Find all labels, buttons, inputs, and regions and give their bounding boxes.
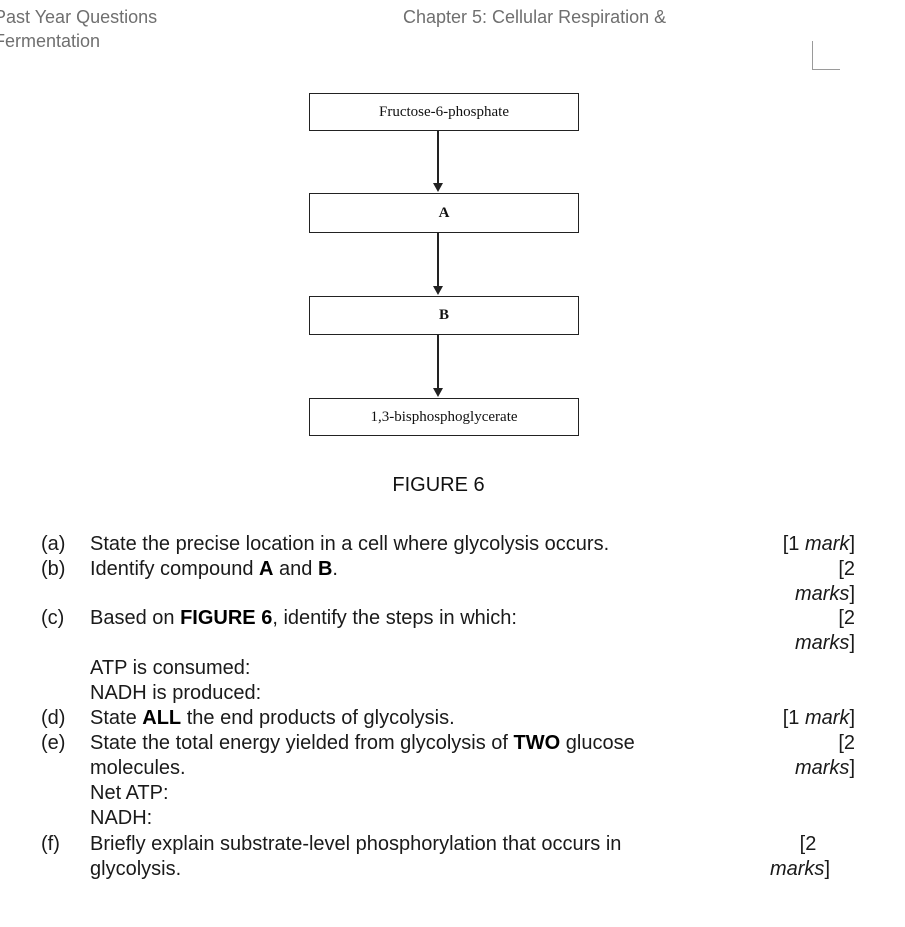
question-c-nadh-produced: NADH is produced: bbox=[90, 682, 262, 704]
question-text: State ALL the end products of glycolysis… bbox=[90, 707, 455, 729]
question-label: (e) bbox=[41, 732, 66, 754]
question-text: Identify compound A and B. bbox=[90, 558, 338, 580]
question-text: State the total energy yielded from glyc… bbox=[90, 732, 635, 754]
marks-word: mark bbox=[804, 533, 850, 555]
marks-number: [1 bbox=[782, 533, 805, 555]
question-f-line2: glycolysis. bbox=[90, 858, 182, 880]
marks-b: [2 marks] bbox=[740, 557, 855, 607]
arrow-3 bbox=[433, 334, 443, 397]
marks-c: [2 marks] bbox=[740, 606, 855, 656]
header-left-line2: Fermentation bbox=[0, 31, 101, 51]
question-label: (a) bbox=[41, 533, 66, 555]
header-chapter: Chapter 5: Cellular Respiration & bbox=[403, 7, 667, 27]
arrow-2 bbox=[433, 232, 443, 295]
question-label: (f) bbox=[41, 833, 60, 855]
question-c-atp-consumed: ATP is consumed: bbox=[90, 657, 251, 679]
header-left-line1: Past Year Questions bbox=[0, 7, 158, 27]
arrow-1 bbox=[433, 130, 443, 192]
figure-caption: FIGURE 6 bbox=[392, 474, 485, 496]
marks-d: [1 mark] bbox=[782, 707, 855, 729]
marks-number: [2 bbox=[838, 558, 855, 580]
marks-a: [1 mark] bbox=[740, 532, 855, 557]
question-e-line2: molecules. bbox=[90, 757, 186, 779]
marks-word-line: marks] bbox=[794, 632, 855, 654]
marks-close: ] bbox=[849, 533, 855, 555]
question-label: (c) bbox=[41, 607, 65, 629]
box-compound-a: A bbox=[309, 193, 579, 233]
question-e-nadh: NADH: bbox=[90, 807, 153, 829]
box-1-3-bisphosphoglycerate: 1,3-bisphosphoglycerate bbox=[309, 398, 579, 436]
question-text: State the precise location in a cell whe… bbox=[90, 533, 610, 555]
header-subject: Past Year Questions Fermentation bbox=[0, 5, 157, 53]
page-corner-mark bbox=[812, 41, 840, 70]
box-fructose-6-phosphate: Fructose-6-phosphate bbox=[309, 93, 579, 131]
question-text: Briefly explain substrate-level phosphor… bbox=[90, 833, 622, 855]
box-compound-b: B bbox=[309, 296, 579, 335]
question-e-net-atp: Net ATP: bbox=[90, 782, 169, 804]
question-text: Based on FIGURE 6, identify the steps in… bbox=[90, 607, 517, 629]
marks-number: [2 bbox=[838, 607, 855, 629]
question-label: (b) bbox=[41, 558, 66, 580]
question-label: (d) bbox=[41, 707, 66, 729]
marks-word-line: marks] bbox=[794, 583, 855, 605]
